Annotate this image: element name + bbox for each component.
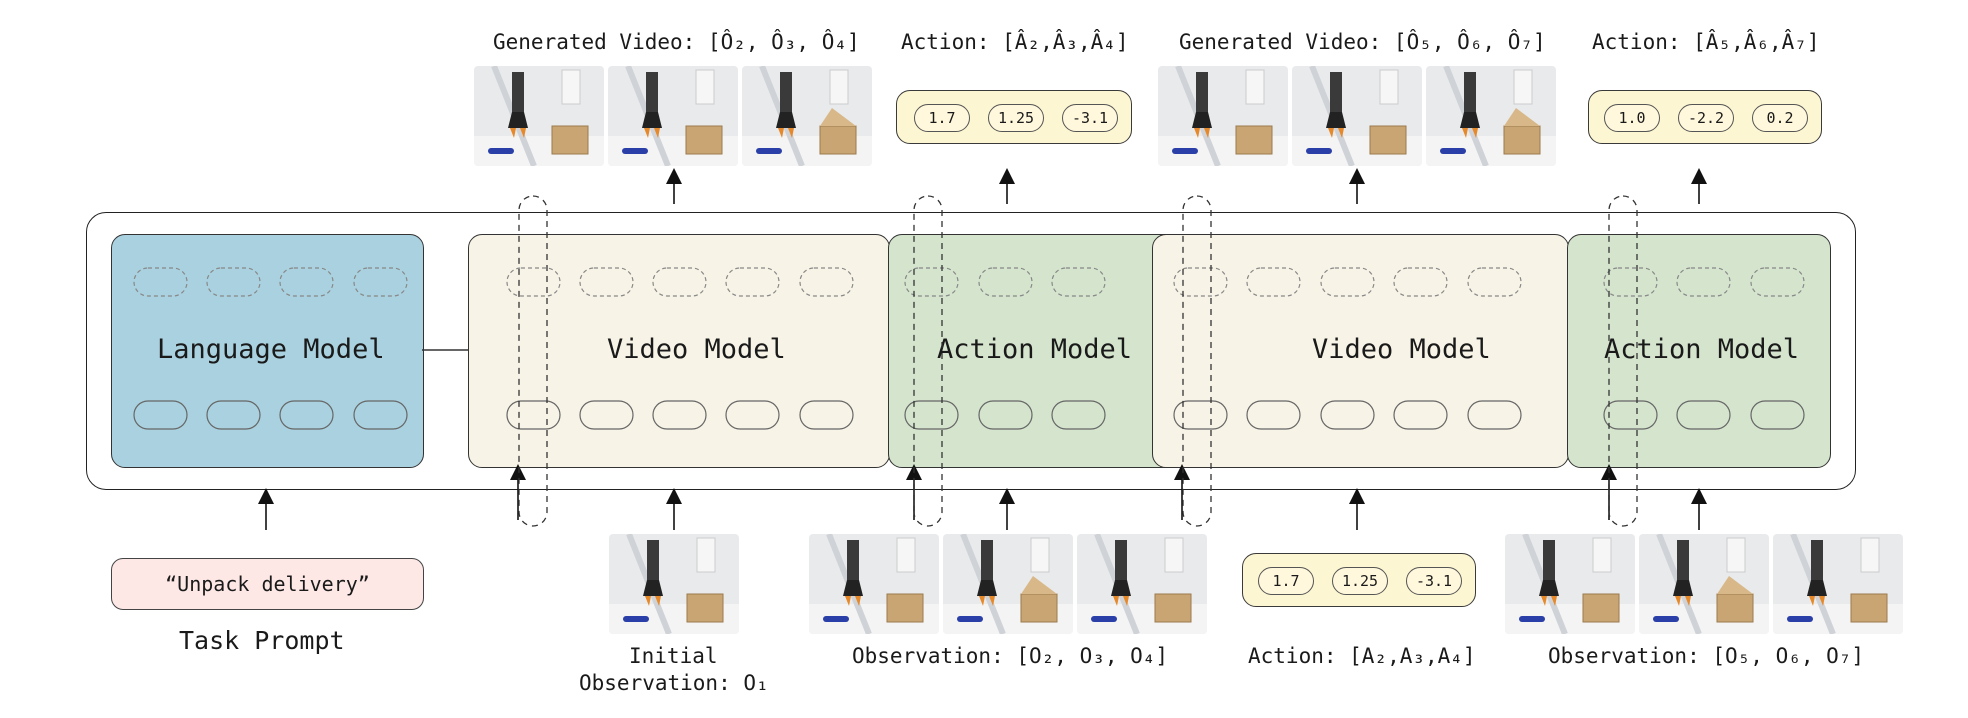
robot-frame-image [1505, 534, 1635, 634]
initial-observation-label-line2: Observation: O₁ [579, 671, 769, 695]
action-model-title-1: Action Model [937, 334, 1133, 365]
robot-frame-image [1077, 534, 1207, 634]
language-model-title: Language Model [157, 334, 385, 365]
task-prompt-text: “Unpack delivery” [165, 572, 370, 596]
action-value-pill: 1.7 [1258, 567, 1314, 595]
initial-observation-label-line1: Initial [629, 644, 718, 668]
video-model-title-2: Video Model [1312, 334, 1491, 365]
robot-frame-image [1292, 66, 1422, 166]
action-value-pill: -3.1 [1062, 104, 1118, 132]
robot-frame-image [742, 66, 872, 166]
pipeline-container [86, 212, 1856, 490]
robot-frame-image [609, 534, 739, 634]
action-value-pill: -3.1 [1406, 567, 1462, 595]
action-label-top-1: Action: [Â₂,Â₃,Â₄] [901, 30, 1129, 54]
task-prompt-box: “Unpack delivery” [111, 558, 424, 610]
action-value-pill: 1.0 [1604, 104, 1660, 132]
robot-frame-image [1639, 534, 1769, 634]
action-label-top-2: Action: [Â₅,Â₆,Â₇] [1592, 30, 1820, 54]
task-prompt-label: Task Prompt [179, 626, 345, 655]
action-label-bottom: Action: [A₂,A₃,A₄] [1248, 644, 1476, 668]
action-model-title-2: Action Model [1604, 334, 1800, 365]
action-value-pill: 1.7 [914, 104, 970, 132]
robot-frame-image [809, 534, 939, 634]
robot-frame-image [1426, 66, 1556, 166]
robot-frame-image [943, 534, 1073, 634]
action-value-pill: -2.2 [1678, 104, 1734, 132]
robot-frame-image [1773, 534, 1903, 634]
video-model-title-1: Video Model [607, 334, 786, 365]
robot-frame-image [474, 66, 604, 166]
robot-frame-image [1158, 66, 1288, 166]
observation-label-2: Observation: [O₅, O₆, O₇] [1548, 644, 1865, 668]
action-value-pill: 0.2 [1752, 104, 1808, 132]
robot-frame-image [608, 66, 738, 166]
action-value-pill: 1.25 [988, 104, 1044, 132]
action-value-pill: 1.25 [1332, 567, 1388, 595]
observation-label-1: Observation: [O₂, O₃, O₄] [852, 644, 1169, 668]
generated-video-label-1: Generated Video: [Ô₂, Ô₃, Ô₄] [493, 30, 860, 54]
generated-video-label-2: Generated Video: [Ô₅, Ô₆, Ô₇] [1179, 30, 1546, 54]
